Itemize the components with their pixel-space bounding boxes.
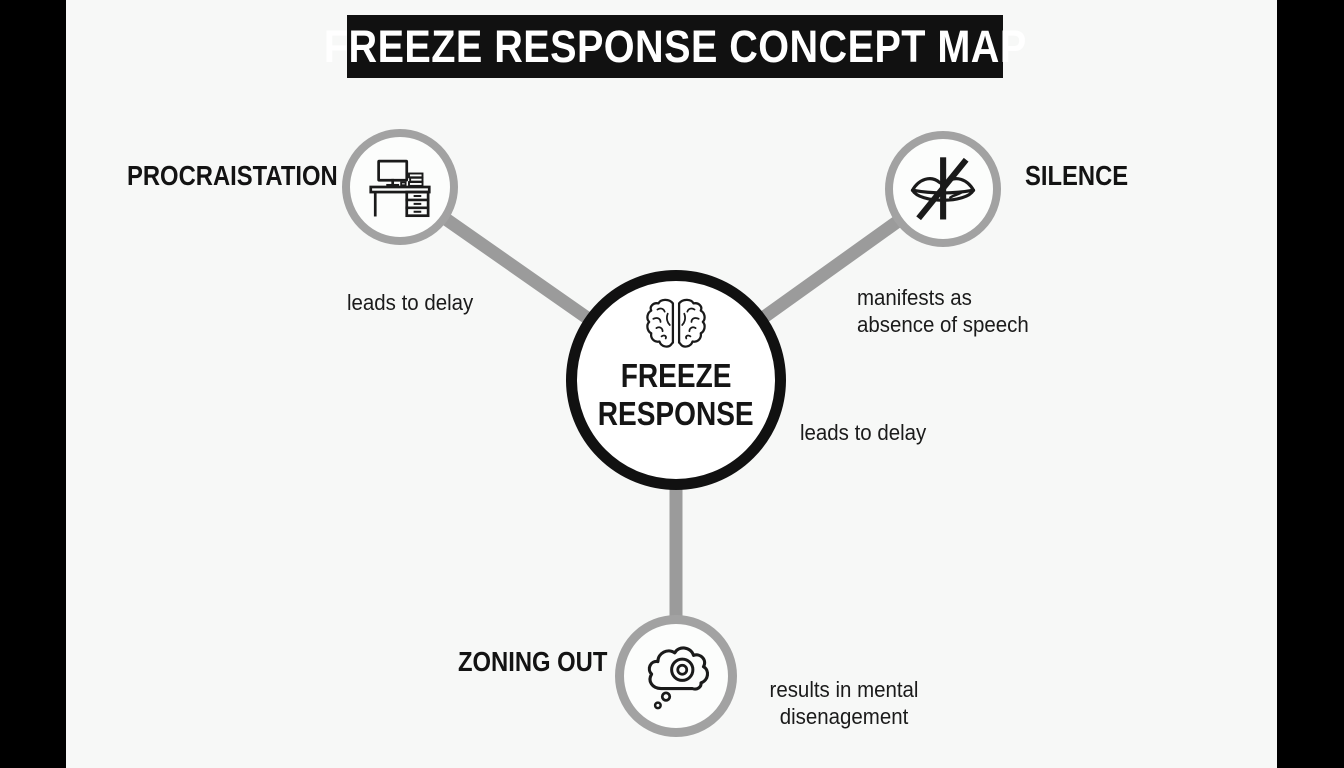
left-letterbox-bar bbox=[0, 0, 66, 768]
edge-label-procrastination: leads to delay bbox=[347, 290, 474, 315]
edge-label-silence: manifests as absence of speech bbox=[857, 284, 1029, 338]
page-title: FREEZE RESPONSE CONCEPT MAP bbox=[323, 20, 1027, 72]
edge-label-silence-line2: absence of speech bbox=[857, 312, 1029, 337]
node-procrastination bbox=[342, 129, 458, 245]
center-node-label-line2: RESPONSE bbox=[598, 395, 754, 432]
edge-label-zoning-line2: disenagement bbox=[779, 704, 909, 729]
node-zoning-out bbox=[615, 615, 737, 737]
node-silence bbox=[885, 131, 1001, 247]
edge-label-silence-line1: manifests as bbox=[857, 285, 972, 310]
node-freeze-response: FREEZE RESPONSE bbox=[566, 270, 786, 490]
daydream-cloud-icon bbox=[636, 636, 716, 716]
title-banner: FREEZE RESPONSE CONCEPT MAP bbox=[324, 15, 1026, 78]
no-speech-lips-icon bbox=[904, 150, 982, 228]
brain-icon bbox=[643, 295, 709, 353]
node-label-procrastination: PROCRAISTATION bbox=[127, 160, 338, 191]
center-node-label-line1: FREEZE bbox=[620, 357, 732, 394]
right-letterbox-bar bbox=[1277, 0, 1344, 768]
node-label-zoning-out: ZONING OUT bbox=[458, 646, 608, 677]
edge-label-center-right: leads to delay bbox=[800, 420, 927, 445]
edge-label-zoning-out: results in mental disenagement bbox=[764, 676, 924, 730]
desk-computer-icon bbox=[364, 151, 436, 223]
node-label-silence: SILENCE bbox=[1025, 160, 1129, 191]
edge-label-zoning-line1: results in mental bbox=[769, 677, 919, 702]
